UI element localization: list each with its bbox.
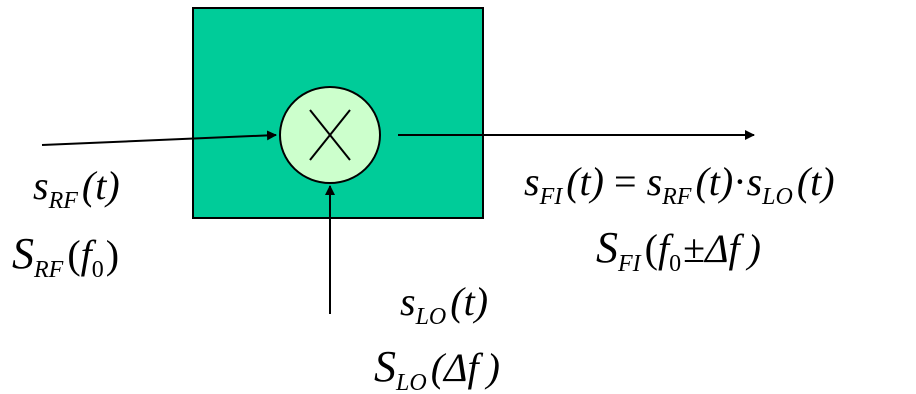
fi-signal-subscript: FI (539, 184, 563, 211)
fi-signal-symbol: s (524, 159, 540, 204)
rf-spectrum-variable-subscript: 0 (91, 257, 104, 284)
rhs-lo-symbol: s (746, 159, 763, 204)
fi-spectrum-variable: f (657, 226, 670, 271)
rf-spectrum-label: SRF(f0) (12, 229, 120, 284)
rf-time-signal-label: sRF(t) (33, 163, 120, 215)
lo-spectrum-subscript: LO (396, 370, 427, 394)
fi-output-equation: sFI(t) = sRF(t)·sLO(t) (524, 159, 835, 211)
fi-spectrum-delta: Δf ) (705, 226, 761, 271)
lo-signal-argument: (t) (450, 279, 489, 324)
x-cross-icon (309, 109, 351, 161)
rf-signal-subscript: RF (48, 188, 78, 215)
lo-spectrum-symbol: S (374, 342, 396, 391)
rf-spectrum-symbol: S (12, 229, 34, 278)
rhs-lo-argument: (t) (796, 159, 835, 204)
rf-input-arrow (41, 130, 277, 146)
rhs-rf-symbol: s (646, 159, 663, 204)
rf-spectrum-close-paren: ) (105, 232, 120, 277)
rhs-rf-argument: (t) (695, 159, 734, 204)
rf-spectrum-variable: f (80, 232, 92, 277)
lo-spectrum-label: SLO(Δf ) (374, 345, 500, 394)
fi-signal-argument: (t) (566, 159, 604, 204)
equals-sign: = (614, 159, 637, 204)
fi-spectrum-symbol: S (596, 223, 618, 272)
rf-signal-symbol: s (33, 163, 49, 208)
lo-spectrum-argument: (Δf ) (430, 345, 500, 390)
plus-minus-sign: ± (683, 226, 706, 271)
rhs-lo-subscript: LO (762, 184, 793, 211)
fi-spectrum-label: SFI(f0±Δf ) (596, 223, 761, 278)
fi-spectrum-subscript: FI (618, 251, 641, 278)
rf-spectrum-open-paren: ( (67, 232, 81, 277)
rf-signal-argument: (t) (81, 163, 120, 208)
fi-spectrum-variable-subscript: 0 (669, 251, 682, 278)
multiplication-dot: · (733, 159, 747, 204)
lo-time-signal-label: sLO(t) (400, 279, 489, 331)
lo-signal-symbol: s (400, 279, 416, 324)
fi-spectrum-open-paren: ( (644, 226, 658, 271)
rhs-rf-subscript: RF (662, 184, 692, 211)
rf-spectrum-subscript: RF (34, 257, 64, 284)
lo-signal-subscript: LO (415, 304, 447, 331)
